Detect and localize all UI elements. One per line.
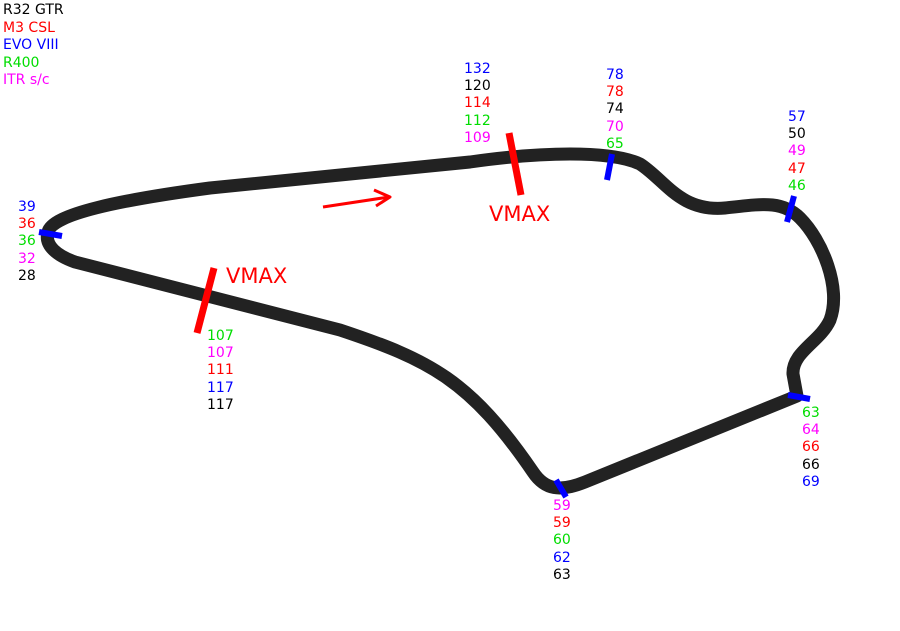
speed-value: 32: [18, 250, 36, 267]
vmax-marker: [505, 132, 525, 196]
speed-value: 36: [18, 233, 36, 250]
speed-value: 109: [464, 129, 491, 146]
speed-value: 64: [802, 422, 820, 439]
speed-value: 132: [464, 61, 491, 77]
speed-value: 114: [464, 95, 491, 112]
speed-value: 36: [18, 216, 36, 233]
speed-value: 62: [553, 549, 571, 566]
legend-item-r32-gtr: R32 GTR: [3, 2, 64, 18]
speed-value: 66: [802, 456, 820, 473]
speed-value: 63: [802, 405, 820, 421]
speed-value: 47: [788, 160, 806, 177]
corner-marker: [604, 153, 615, 181]
speed-value: 46: [788, 177, 806, 194]
speed-value: 70: [606, 118, 624, 135]
speed-value: 39: [18, 199, 36, 215]
corner-marker: [553, 478, 569, 499]
speed-value: 111: [207, 362, 234, 379]
legend-item-evo-viii: EVO VIII: [3, 37, 59, 53]
corner-marker: [38, 229, 63, 239]
corner-marker: [784, 195, 797, 223]
legend-item-m3-csl: M3 CSL: [3, 19, 55, 36]
speed-value: 107: [207, 345, 234, 362]
speed-value: 49: [788, 143, 806, 160]
speed-value: 57: [788, 109, 806, 125]
speed-value: 60: [553, 532, 571, 549]
speed-value: 78: [606, 84, 624, 101]
speed-value: 59: [553, 498, 571, 514]
speed-value: 117: [207, 379, 234, 396]
vmax-label: VMAX: [489, 202, 551, 226]
direction-arrow: [322, 188, 392, 209]
speed-value: 120: [464, 78, 491, 95]
speed-value: 117: [207, 396, 234, 413]
speed-value: 65: [606, 135, 624, 152]
speed-value: 59: [553, 515, 571, 532]
corner-marker: [787, 392, 811, 402]
speed-value: 74: [606, 101, 624, 118]
speed-value: 107: [207, 328, 234, 344]
vmax-marker: [193, 267, 218, 334]
speed-value: 69: [802, 473, 820, 490]
speed-value: 66: [802, 439, 820, 456]
legend-item-itr-sc: ITR s/c: [3, 72, 50, 88]
legend-item-r400: R400: [3, 54, 40, 71]
speed-value: 78: [606, 67, 624, 83]
speed-value: 28: [18, 267, 36, 284]
speed-value: 63: [553, 566, 571, 583]
track-outline: [40, 147, 841, 495]
speed-value: 112: [464, 112, 491, 129]
vmax-label: VMAX: [226, 264, 288, 288]
legend: R32 GTR M3 CSL EVO VIII R400 ITR s/c: [3, 2, 64, 90]
speed-value: 50: [788, 126, 806, 143]
